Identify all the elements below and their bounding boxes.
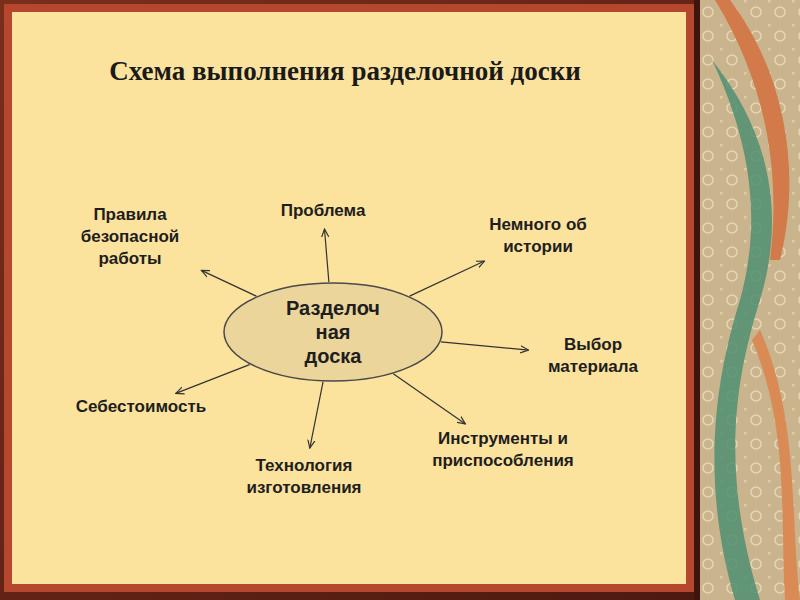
fabric-strip	[700, 0, 800, 600]
topic-label: Правила безопасной работы	[65, 204, 195, 270]
topic-text: Выбор материала	[536, 334, 651, 378]
hub-text: Разделоч ная доска	[286, 296, 380, 368]
topic-text: Себестоимость	[66, 396, 216, 418]
topic-label: Технология изготовления	[232, 455, 377, 499]
panel	[12, 12, 686, 584]
arrow-connector	[324, 229, 328, 282]
topic-text: Технология изготовления	[232, 455, 377, 499]
topic-text: Проблема	[263, 200, 383, 222]
arrow-connector	[410, 261, 485, 296]
arrow-connector	[310, 382, 323, 448]
arrow-connector	[176, 365, 250, 394]
arrow-connector	[201, 270, 256, 296]
topic-text: Инструменты и приспособления	[418, 428, 588, 472]
ellipse-shape	[224, 283, 442, 381]
arrow-connector	[393, 374, 465, 424]
drape-orange	[752, 330, 800, 600]
slide-title: Схема выполнения разделочной доски	[20, 56, 670, 87]
drape-green	[712, 60, 772, 600]
arrow-connector	[441, 342, 529, 350]
frame-band	[4, 4, 694, 592]
topic-label: Себестоимость	[66, 396, 216, 418]
topic-label: Выбор материала	[536, 334, 651, 378]
topic-label: Немного об истории	[476, 214, 601, 258]
central-ellipse: Разделоч ная доска	[223, 282, 443, 382]
drape-orange	[715, 0, 789, 260]
topic-label: Проблема	[263, 200, 383, 222]
topic-text: Немного об истории	[476, 214, 601, 258]
topic-label: Инструменты и приспособления	[418, 428, 588, 472]
divider	[694, 0, 700, 600]
topic-text: Правила безопасной работы	[65, 204, 195, 270]
